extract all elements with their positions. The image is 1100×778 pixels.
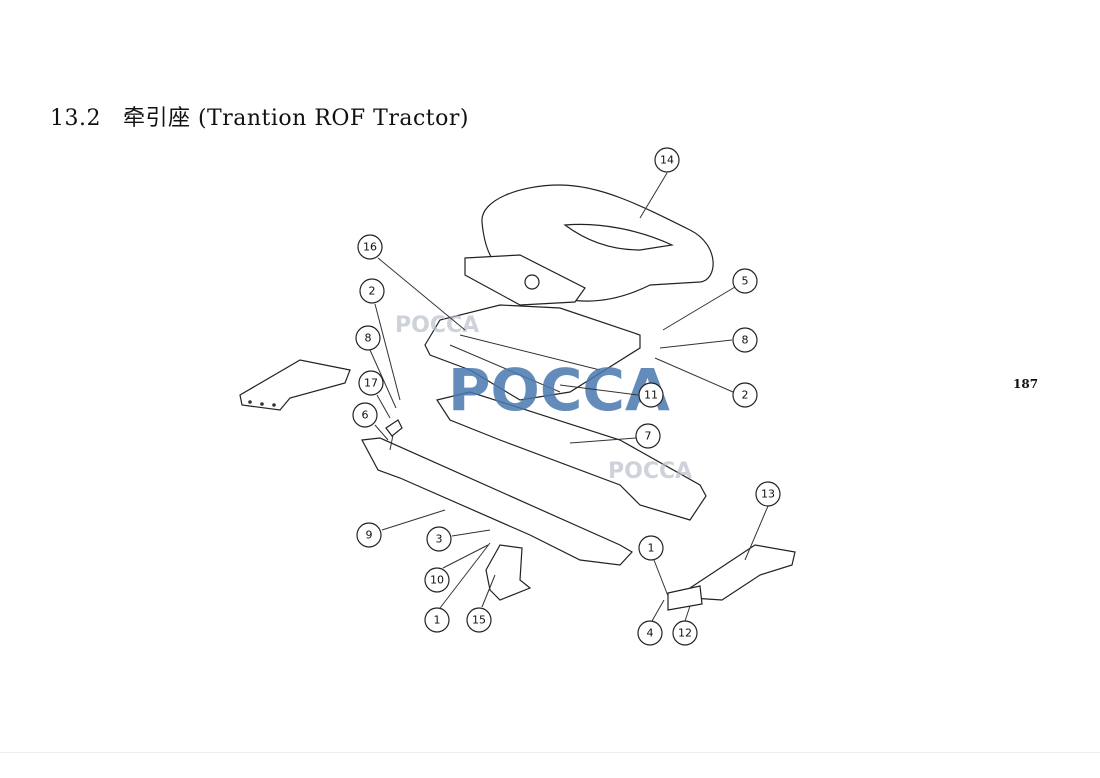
bolt-6	[385, 419, 403, 451]
side-rail-left	[361, 437, 633, 566]
callout-1: 1	[424, 607, 450, 633]
svg-text:1: 1	[434, 614, 441, 627]
svg-text:5: 5	[742, 275, 749, 288]
callout-7: 7	[635, 423, 661, 449]
callout-2: 2	[359, 278, 385, 304]
svg-text:15: 15	[472, 614, 486, 627]
leader-lines	[369, 172, 769, 622]
callout-12: 12	[672, 620, 698, 646]
svg-text:1: 1	[648, 542, 655, 555]
svg-text:8: 8	[742, 334, 749, 347]
callout-15: 15	[466, 607, 492, 633]
svg-text:14: 14	[660, 154, 674, 167]
bracket-15	[485, 544, 532, 601]
section-title: 13.2 牵引座 (Trantion ROF Tractor)	[50, 100, 469, 132]
callout-4: 4	[637, 620, 663, 646]
svg-text:10: 10	[430, 574, 444, 587]
callout-5: 5	[732, 268, 758, 294]
svg-text:4: 4	[647, 627, 654, 640]
svg-text:2: 2	[369, 285, 376, 298]
section-heading: 牵引座 (Trantion ROF Tractor)	[122, 106, 469, 131]
callout-6: 6	[352, 402, 378, 428]
svg-text:17: 17	[364, 377, 378, 390]
callout-10: 10	[424, 567, 450, 593]
svg-text:2: 2	[742, 389, 749, 402]
svg-text:8: 8	[365, 332, 372, 345]
page-bottom-edge	[0, 752, 1100, 753]
mounting-bracket-assembly	[424, 304, 641, 401]
svg-text:9: 9	[366, 529, 373, 542]
callout-2: 2	[732, 382, 758, 408]
svg-text:13: 13	[761, 488, 775, 501]
svg-text:6: 6	[362, 409, 369, 422]
section-number: 13.2	[50, 106, 101, 131]
callout-13: 13	[755, 481, 781, 507]
left-cross-member	[239, 359, 351, 411]
fifth-wheel-plate	[464, 184, 714, 306]
callout-11: 11	[638, 382, 664, 408]
callout-16: 16	[357, 234, 383, 260]
callout-14: 14	[654, 147, 680, 173]
svg-text:3: 3	[436, 533, 443, 546]
callout-1: 1	[638, 535, 664, 561]
right-cross-member	[667, 544, 796, 611]
callout-8: 8	[732, 327, 758, 353]
callout-8: 8	[355, 325, 381, 351]
callout-9: 9	[356, 522, 382, 548]
page-number: 187	[1013, 377, 1039, 391]
svg-text:12: 12	[678, 627, 692, 640]
svg-text:7: 7	[645, 430, 652, 443]
svg-text:11: 11	[644, 389, 658, 402]
callout-17: 17	[358, 370, 384, 396]
watermark-small: POCCA	[395, 313, 479, 338]
watermark-large: POCCA	[448, 356, 670, 424]
callout-3: 3	[426, 526, 452, 552]
side-rail-right	[436, 391, 707, 521]
watermark-small-2: POCCA	[608, 459, 692, 484]
svg-text:16: 16	[363, 241, 377, 254]
